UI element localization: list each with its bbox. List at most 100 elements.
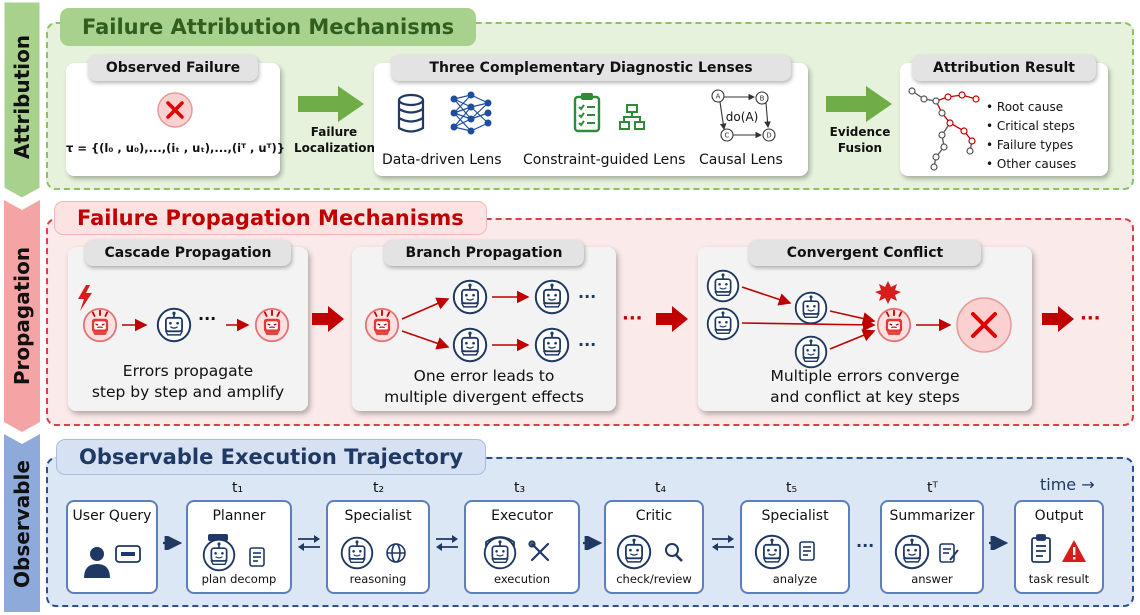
chat-icon — [115, 545, 141, 563]
flow-arrow-6 — [989, 536, 1009, 550]
observable-ellipsis: ··· — [856, 536, 875, 555]
robot-icon — [483, 536, 517, 570]
observed-failure-title: Observed Failure — [88, 55, 258, 81]
side-ribbon — [3, 1, 41, 612]
shuffle-icon — [298, 535, 320, 551]
stage-user-query: User Query — [66, 500, 158, 594]
lenses-card: Three Complementary Diagnostic Lenses — [374, 55, 808, 176]
cascade-description: Errors propagate step by step and amplif… — [91, 362, 285, 401]
observable-title: Observable Execution Trajectory — [56, 439, 487, 475]
document-icon — [939, 543, 959, 563]
flow-arrow-3 — [583, 536, 603, 550]
stage-summarizer: Summarizer answer — [880, 500, 984, 594]
causal-formula: do(A) — [726, 110, 759, 124]
robot-icon — [452, 327, 488, 363]
cascade-title: Cascade Propagation — [85, 240, 291, 266]
observed-failure-card: Observed Failure τ = {(l₀ , u₀),...,(iₜ … — [66, 55, 285, 176]
attribution-result-card: Attribution Result • Root cause • Critic… — [900, 55, 1108, 176]
clipboard-icon — [1031, 534, 1051, 563]
branch-ellipsis-bottom: ··· — [578, 335, 597, 354]
propagation-arrow-ellipsis: ··· — [622, 308, 643, 329]
attribution-result-list: • Root cause • Critical steps • Failure … — [986, 100, 1077, 171]
branch-diagram — [364, 279, 570, 363]
trajectory-formula: τ = {(l₀ , u₀),...,(iₜ , uₜ),...,(iᵀ , u… — [66, 141, 285, 155]
time-label-4: t₄ — [655, 480, 667, 496]
robot-icon — [202, 538, 236, 572]
red-arrow-3 — [1042, 306, 1074, 332]
robot-icon — [754, 534, 790, 570]
branch-ellipsis-top: ··· — [578, 287, 597, 306]
neural-network-icon — [450, 91, 492, 135]
summarizer-icons — [894, 534, 959, 570]
convergent-description: Multiple errors converge and conflict at… — [770, 367, 960, 406]
error-robot-icon — [82, 307, 118, 343]
magnifier-icon — [665, 543, 683, 562]
observable-side-label: Observable — [10, 460, 35, 588]
time-label-2: t₂ — [373, 480, 385, 496]
stage-critic: Critic check/review — [604, 500, 704, 594]
convergent-diagram — [706, 269, 1012, 369]
warning-icon — [1062, 540, 1086, 562]
robot-icon — [706, 307, 740, 341]
critic-icons — [616, 534, 683, 570]
branch-description: One error leads to multiple divergent ef… — [384, 367, 584, 406]
causal-node-c: C — [725, 132, 730, 140]
green-arrow-2 — [826, 86, 892, 122]
cascade-ellipsis: ··· — [198, 309, 217, 328]
output-icons — [1031, 534, 1086, 563]
green-arrow-1 — [298, 86, 364, 122]
globe-icon — [386, 543, 406, 563]
causal-node-d: D — [766, 132, 771, 140]
shuffle-icon — [436, 535, 458, 551]
error-robot-icon — [254, 307, 290, 343]
time-axis-label: time → — [1040, 475, 1095, 494]
specialist-icons — [340, 536, 406, 570]
causal-node-b: B — [760, 95, 765, 103]
cascade-diagram — [78, 285, 290, 343]
x-circle-icon — [157, 92, 193, 128]
error-robot-icon — [876, 307, 912, 343]
document-icon — [799, 541, 815, 561]
error-robot-icon — [364, 307, 400, 343]
causal-node-a: A — [716, 93, 721, 101]
executor-icons — [483, 536, 550, 570]
attribution-result-title: Attribution Result — [912, 55, 1096, 81]
red-arrow-1 — [312, 306, 344, 332]
time-label-3: t₃ — [514, 480, 526, 496]
time-label-t: tᵀ — [927, 480, 938, 496]
time-label-1: t₁ — [232, 480, 244, 496]
robot-icon — [340, 536, 374, 570]
causal-graph-icon: A B C D do(A) — [711, 89, 776, 142]
propagation-trail-ellipsis: ··· — [1080, 308, 1101, 329]
time-label-5: t₅ — [786, 480, 798, 496]
explosion-icon — [875, 281, 901, 304]
clipboard-checklist-icon — [573, 93, 601, 133]
x-circle-icon — [956, 297, 1012, 353]
attribution-title: Failure Attribution Mechanisms — [60, 8, 477, 46]
evidence-fusion-label: Evidence Fusion — [829, 125, 891, 155]
robot-icon — [894, 534, 930, 570]
data-driven-lens-label: Data-driven Lens — [382, 152, 502, 168]
user-query-icons — [84, 545, 141, 578]
failure-localization-label: Failure Localization — [294, 125, 376, 155]
cascade-card: Cascade Propagation ··· Errors propagate… — [68, 240, 308, 411]
robot-icon — [534, 327, 570, 363]
stage-executor: Executor execution — [464, 500, 580, 594]
database-icon — [397, 93, 425, 133]
robot-icon — [156, 307, 192, 343]
robot-icon — [794, 291, 828, 325]
attribution-side-label: Attribution — [10, 34, 34, 160]
stage-planner: Planner plan decomp — [186, 500, 292, 594]
robot-icon — [616, 534, 652, 570]
causal-lens-label: Causal Lens — [699, 152, 783, 168]
branch-title: Branch Propagation — [384, 240, 584, 266]
convergent-title: Convergent Conflict — [749, 240, 981, 266]
stage-specialist-2: Specialist analyze — [740, 500, 850, 594]
propagation-side-label: Propagation — [10, 246, 34, 386]
lenses-title: Three Complementary Diagnostic Lenses — [391, 55, 791, 81]
hierarchy-icon — [619, 104, 645, 130]
planner-icons — [202, 534, 265, 572]
flow-arrow-0 — [163, 536, 183, 550]
robot-icon — [794, 335, 828, 369]
branch-card: Branch Propagation ··· ··· One error lea… — [352, 240, 616, 411]
